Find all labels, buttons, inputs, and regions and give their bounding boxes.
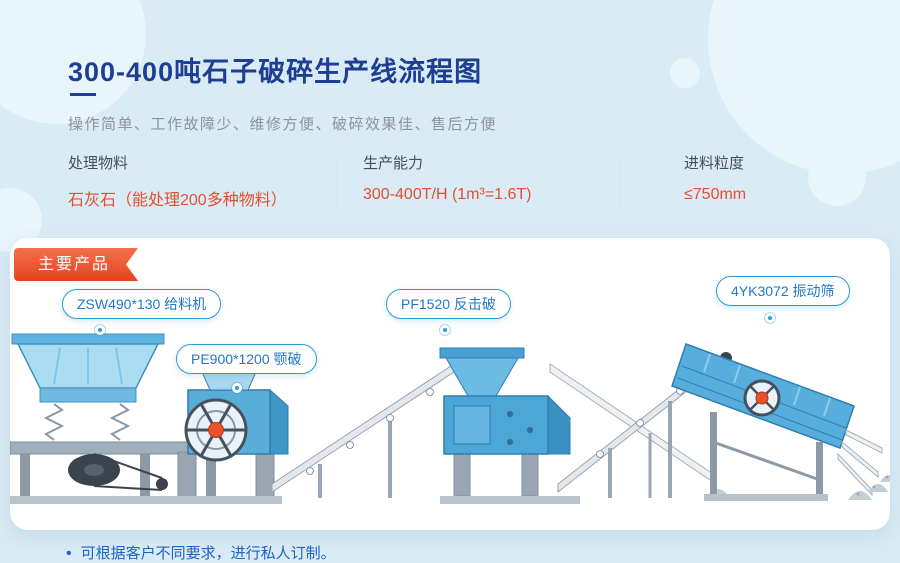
spec-capacity: 生产能力 300-400T/H (1m³=1.6T) <box>337 152 619 210</box>
pin-dot-impact-crusher <box>440 325 450 335</box>
production-line-illustration <box>10 333 890 504</box>
vibrating-screen-illustration <box>671 343 890 501</box>
main-products-ribbon: 主要产品 <box>14 248 138 281</box>
spec-capacity-label: 生产能力 <box>363 155 424 172</box>
page-subtitle: 操作简单、工作故障少、维修方便、破碎效果佳、售后方便 <box>68 116 498 133</box>
decorative-circle <box>808 148 866 206</box>
pin-dot-jaw-crusher <box>232 383 242 393</box>
title-underline <box>70 93 96 96</box>
decorative-circle <box>670 58 700 88</box>
main-products-card: 主要产品 <box>10 238 890 530</box>
spec-feed-size-label: 进料粒度 <box>684 155 745 172</box>
label-vibrating-screen: 4YK3072 振动筛 <box>716 276 850 306</box>
spec-material-value: 石灰石（能处理200多种物料） <box>68 192 287 209</box>
label-impact-crusher: PF1520 反击破 <box>386 289 511 319</box>
label-feeder: ZSW490*130 给料机 <box>62 289 222 319</box>
spec-material-label: 处理物料 <box>68 155 129 172</box>
spec-divider <box>336 154 337 210</box>
bullet-icon: • <box>66 545 72 562</box>
spec-feed-size-value: ≤750mm <box>684 186 747 203</box>
footer-note-text: 可根据客户不同要求，进行私人订制。 <box>80 545 336 562</box>
pin-dot-vibrating-screen <box>765 313 775 323</box>
conveyor-1-illustration <box>271 358 468 498</box>
page-title: 300-400吨石子破碎生产线流程图 <box>68 57 483 87</box>
decorative-circle <box>708 0 900 174</box>
feeder-illustration <box>10 333 240 504</box>
label-jaw-crusher: PE900*1200 颚破 <box>176 344 317 374</box>
jaw-crusher-illustration <box>170 371 289 504</box>
spec-feed-size: 进料粒度 ≤750mm <box>620 152 746 210</box>
pin-dot-feeder <box>95 325 105 335</box>
footer-note: • 可根据客户不同要求，进行私人订制。 <box>66 542 336 563</box>
spec-divider <box>619 154 620 210</box>
spec-capacity-value: 300-400T/H (1m³=1.6T) <box>363 186 532 203</box>
spec-row: 处理物料 石灰石（能处理200多种物料） 生产能力 300-400T/H (1m… <box>68 152 868 210</box>
spec-material: 处理物料 石灰石（能处理200多种物料） <box>68 152 336 210</box>
impact-crusher-illustration <box>439 347 580 504</box>
